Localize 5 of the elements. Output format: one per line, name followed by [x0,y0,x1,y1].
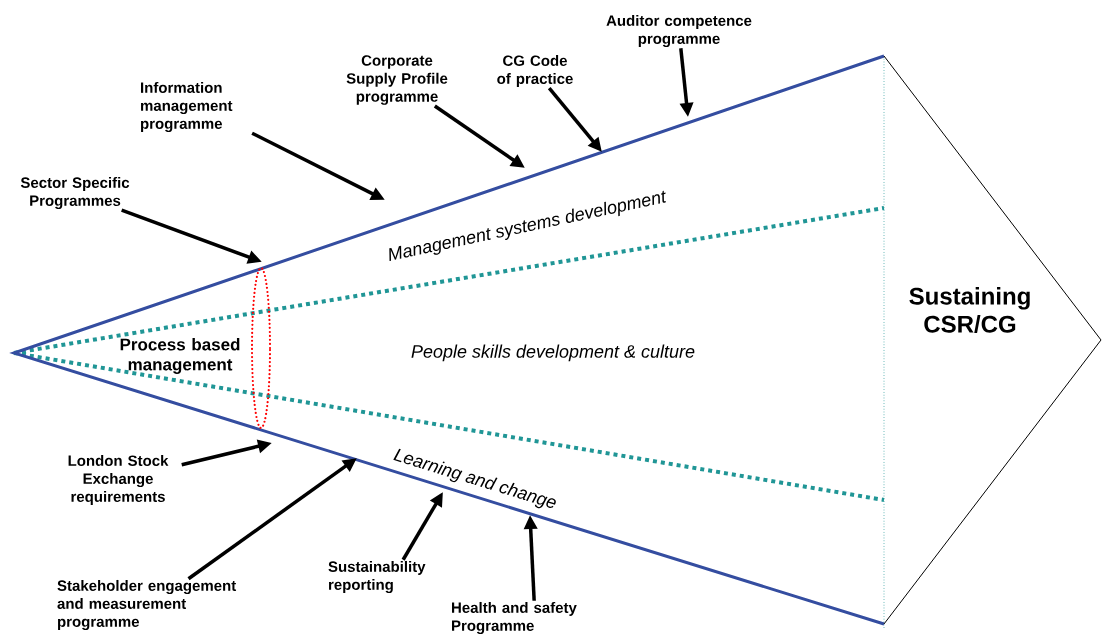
band-label: Process based management [120,338,240,374]
goal-label: Sustaining CSR/CG [909,287,1030,333]
band-label: People skills development & culture [411,344,695,362]
arrow-label: Auditor competence programme [606,14,752,47]
arrow-label: Health and safety Programme [452,601,577,634]
